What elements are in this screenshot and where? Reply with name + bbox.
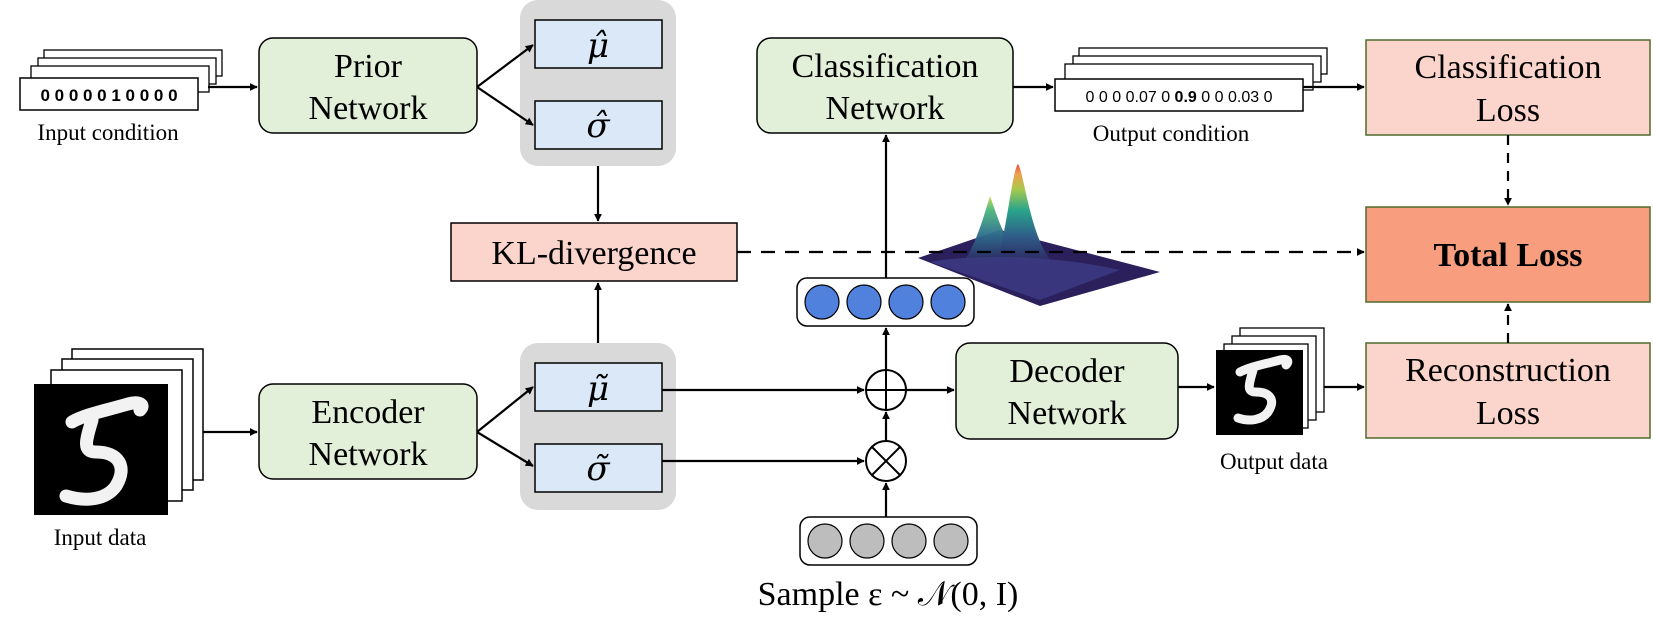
prior-sigma-box xyxy=(534,100,663,150)
decoder-network: Decoder Network xyxy=(955,342,1179,440)
kl-divergence-label: KL-divergence xyxy=(491,235,696,272)
latent-node xyxy=(930,284,966,320)
prior-network-box xyxy=(258,37,478,134)
classification-network-line1: Classification xyxy=(792,48,979,85)
arrow-prior-to-sigma xyxy=(476,86,534,126)
decoder-network-line1: Decoder xyxy=(1009,353,1125,390)
reconstruction-loss-line1: Reconstruction xyxy=(1405,352,1611,389)
classification-loss-box xyxy=(1365,39,1651,136)
latent-node xyxy=(804,284,840,320)
noise-vector: Sample ε ~ 𝒩(0, I) xyxy=(758,516,1019,613)
input-condition: 0 0 0 0 0 1 0 0 0 0 Input condition xyxy=(19,49,223,145)
output-data-label: Output data xyxy=(1220,449,1328,474)
encoder-network: Encoder Network xyxy=(258,383,478,480)
noise-node xyxy=(807,523,843,559)
connectors xyxy=(203,44,1512,517)
output-condition-values: 0 0 0 0.07 0 0.9 0 0 0.03 0 xyxy=(1086,89,1273,106)
posterior-sigma-symbol: σ̃ xyxy=(586,449,610,489)
latent-node xyxy=(888,284,924,320)
prior-params-group: μ̂ σ̂ xyxy=(520,0,676,166)
latent-vector xyxy=(796,277,975,327)
output-condition-card xyxy=(1054,78,1304,112)
input-condition-label: Input condition xyxy=(37,120,179,145)
classification-loss-line2: Loss xyxy=(1476,92,1540,129)
reconstruction-loss-box xyxy=(1365,342,1651,439)
prior-network: Prior Network xyxy=(258,37,478,134)
noise-node xyxy=(849,523,885,559)
decoder-network-box xyxy=(955,342,1179,440)
output-data: Output data xyxy=(1216,327,1328,474)
classification-loss: Classification Loss xyxy=(1365,39,1651,136)
posterior-sigma-box xyxy=(534,443,663,493)
kl-divergence: KL-divergence xyxy=(450,222,738,282)
posterior-mu-symbol: μ̃ xyxy=(587,369,609,409)
posterior-mu-box xyxy=(534,362,663,412)
prior-mu-symbol: μ̂ xyxy=(587,26,609,66)
surface-peak-right xyxy=(995,164,1052,266)
total-loss-box xyxy=(1365,206,1651,303)
output-digit-five-icon xyxy=(1233,354,1293,425)
prior-sigma-symbol: σ̂ xyxy=(586,106,610,146)
classification-network-box xyxy=(756,37,1014,134)
total-loss-label: Total Loss xyxy=(1434,237,1583,274)
classification-loss-line1: Classification xyxy=(1415,49,1602,86)
noise-node xyxy=(933,523,969,559)
posterior-params-group: μ̃ σ̃ xyxy=(520,343,676,510)
arrow-prior-to-mu xyxy=(476,44,534,88)
add-operator-icon xyxy=(865,369,907,411)
sample-label: Sample ε ~ 𝒩(0, I) xyxy=(758,576,1019,613)
noise-vector-box xyxy=(799,516,978,566)
prior-mu-box xyxy=(534,19,663,69)
input-condition-card xyxy=(19,77,199,111)
noise-node xyxy=(891,523,927,559)
encoder-network-line1: Encoder xyxy=(311,394,425,431)
output-condition-label: Output condition xyxy=(1093,121,1250,146)
classification-network-line2: Network xyxy=(826,90,945,127)
arrow-encoder-to-mu xyxy=(476,386,534,433)
input-condition-digits: 0 0 0 0 0 1 0 0 0 0 xyxy=(40,86,177,105)
arrow-encoder-to-sigma xyxy=(476,431,534,467)
gaussian-surface-icon xyxy=(918,164,1160,306)
prior-network-line1: Prior xyxy=(334,48,403,85)
input-data: Input data xyxy=(34,348,204,550)
classification-network: Classification Network xyxy=(756,37,1014,134)
reconstruction-loss: Reconstruction Loss xyxy=(1365,342,1651,439)
total-loss: Total Loss xyxy=(1365,206,1651,303)
input-digit-five-icon xyxy=(59,396,149,506)
encoder-network-line2: Network xyxy=(309,436,428,473)
surface-skirt xyxy=(930,256,1120,300)
output-condition: 0 0 0 0.07 0 0.9 0 0 0.03 0 Output condi… xyxy=(1054,47,1328,146)
kl-divergence-box xyxy=(450,222,738,282)
reconstruction-loss-line2: Loss xyxy=(1476,395,1540,432)
prior-network-line2: Network xyxy=(309,90,428,127)
latent-node xyxy=(846,284,882,320)
multiply-operator-icon xyxy=(865,440,907,482)
decoder-network-line2: Network xyxy=(1008,395,1127,432)
input-data-label: Input data xyxy=(54,525,147,550)
